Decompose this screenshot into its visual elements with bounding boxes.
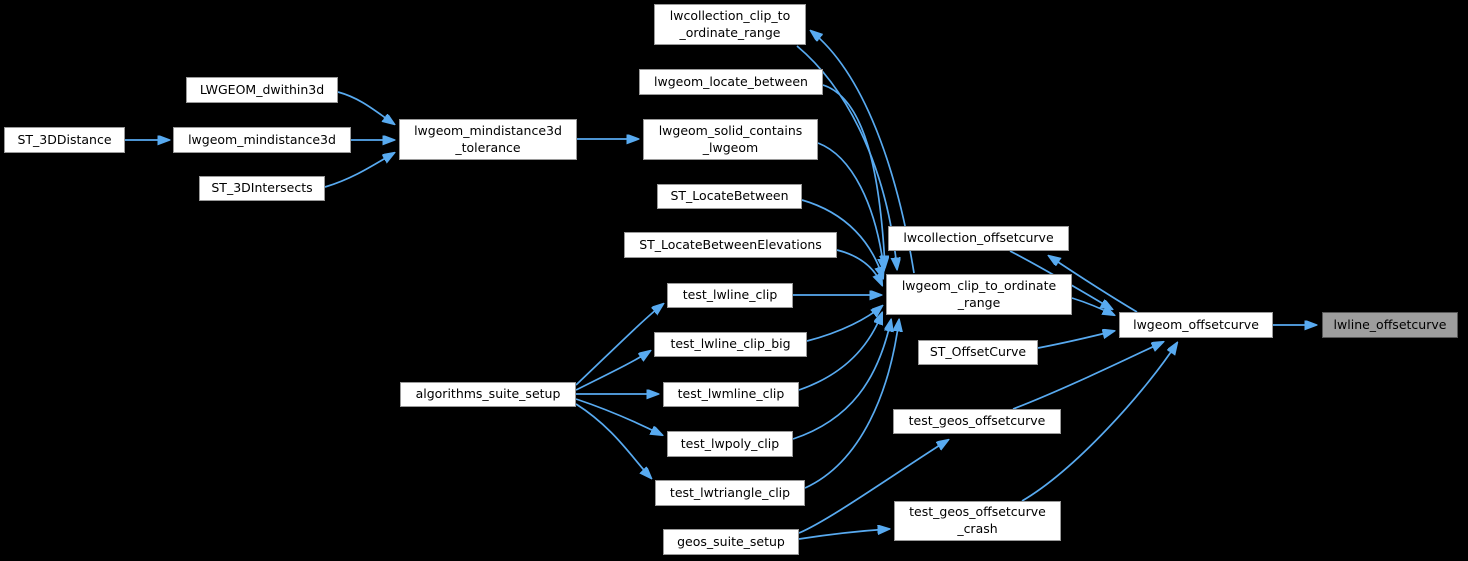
node-geos_suite_setup[interactable]: geos_suite_setup — [663, 529, 799, 555]
edge-geos_suite_setup-to-test_geos_offsetcurve — [798, 440, 948, 534]
edge-ST_OffsetCurve-to-lwgeom_offsetcurve — [1037, 331, 1114, 349]
node-lwgeom_locate_between[interactable]: lwgeom_locate_between — [639, 69, 823, 95]
node-LWGEOM_dwithin3d[interactable]: LWGEOM_dwithin3d — [186, 77, 338, 103]
edge-lwgeom_solid_contains_lwgeom-to-lwgeom_clip_to_ordinate_range — [817, 142, 884, 270]
edge-lwgeom_clip_to_ordinate_range-to-lwgeom_offsetcurve — [1071, 297, 1114, 315]
edge-test_lwline_clip_big-to-lwgeom_clip_to_ordinate_range — [806, 306, 882, 342]
node-ST_3DIntersects[interactable]: ST_3DIntersects — [199, 176, 325, 201]
node-lwcollection_clip_to_ordinate_range[interactable]: lwcollection_clip_to _ordinate_range — [654, 4, 806, 45]
edge-ST_LocateBetween-to-lwgeom_clip_to_ordinate_range — [801, 199, 883, 278]
edge-test_lwpoly_clip-to-lwgeom_clip_to_ordinate_range — [792, 320, 891, 440]
node-ST_LocateBetween[interactable]: ST_LocateBetween — [657, 184, 802, 209]
node-lwcollection_offsetcurve[interactable]: lwcollection_offsetcurve — [888, 226, 1069, 251]
edge-ST_LocateBetweenElevations-to-lwgeom_clip_to_ordinate_range — [836, 249, 882, 285]
node-test_lwline_clip[interactable]: test_lwline_clip — [667, 283, 793, 308]
node-test_lwtriangle_clip[interactable]: test_lwtriangle_clip — [655, 480, 805, 506]
node-test_geos_offsetcurve_crash[interactable]: test_geos_offsetcurve _crash — [894, 501, 1061, 541]
edge-test_geos_offsetcurve-to-lwgeom_offsetcurve — [1012, 342, 1163, 410]
node-lwgeom_mindistance3d_tolerance[interactable]: lwgeom_mindistance3d _tolerance — [399, 119, 577, 160]
node-test_lwmline_clip[interactable]: test_lwmline_clip — [663, 382, 799, 407]
edge-LWGEOM_dwithin3d-to-lwgeom_mindistance3d_tolerance — [337, 91, 394, 124]
node-ST_3DDistance[interactable]: ST_3DDistance — [4, 127, 125, 153]
edge-lwgeom_locate_between-to-lwgeom_clip_to_ordinate_range — [822, 84, 885, 267]
node-lwgeom_clip_to_ordinate_range[interactable]: lwgeom_clip_to_ordinate _range — [886, 274, 1072, 315]
edge-test_lwtriangle_clip-to-lwgeom_clip_to_ordinate_range — [804, 320, 899, 489]
edge-test_geos_offsetcurve_crash-to-lwgeom_offsetcurve — [1021, 343, 1177, 502]
node-ST_OffsetCurve[interactable]: ST_OffsetCurve — [918, 340, 1038, 365]
edge-algorithms_suite_setup-to-test_lwtriangle_clip — [575, 403, 651, 478]
edge-algorithms_suite_setup-to-test_lwpoly_clip — [575, 398, 662, 435]
node-test_geos_offsetcurve[interactable]: test_geos_offsetcurve — [893, 409, 1061, 434]
node-test_lwpoly_clip[interactable]: test_lwpoly_clip — [667, 431, 793, 457]
node-ST_LocateBetweenElevations[interactable]: ST_LocateBetweenElevations — [624, 232, 837, 258]
node-lwline_offsetcurve: lwline_offsetcurve — [1322, 312, 1458, 338]
node-test_lwline_clip_big[interactable]: test_lwline_clip_big — [654, 332, 807, 357]
edge-algorithms_suite_setup-to-test_lwline_clip_big — [575, 351, 650, 391]
node-lwgeom_solid_contains_lwgeom[interactable]: lwgeom_solid_contains _lwgeom — [643, 119, 818, 160]
edge-ST_3DIntersects-to-lwgeom_mindistance3d_tolerance — [324, 153, 394, 188]
edge-algorithms_suite_setup-to-test_lwline_clip — [575, 304, 663, 386]
node-lwgeom_mindistance3d[interactable]: lwgeom_mindistance3d — [173, 127, 351, 153]
edge-test_lwmline_clip-to-lwgeom_clip_to_ordinate_range — [798, 313, 882, 391]
node-algorithms_suite_setup[interactable]: algorithms_suite_setup — [400, 382, 576, 407]
edge-lwgeom_offsetcurve-to-lwcollection_offsetcurve — [1049, 256, 1138, 313]
edge-geos_suite_setup-to-test_geos_offsetcurve_crash — [798, 529, 889, 540]
node-lwgeom_offsetcurve[interactable]: lwgeom_offsetcurve — [1119, 312, 1273, 338]
